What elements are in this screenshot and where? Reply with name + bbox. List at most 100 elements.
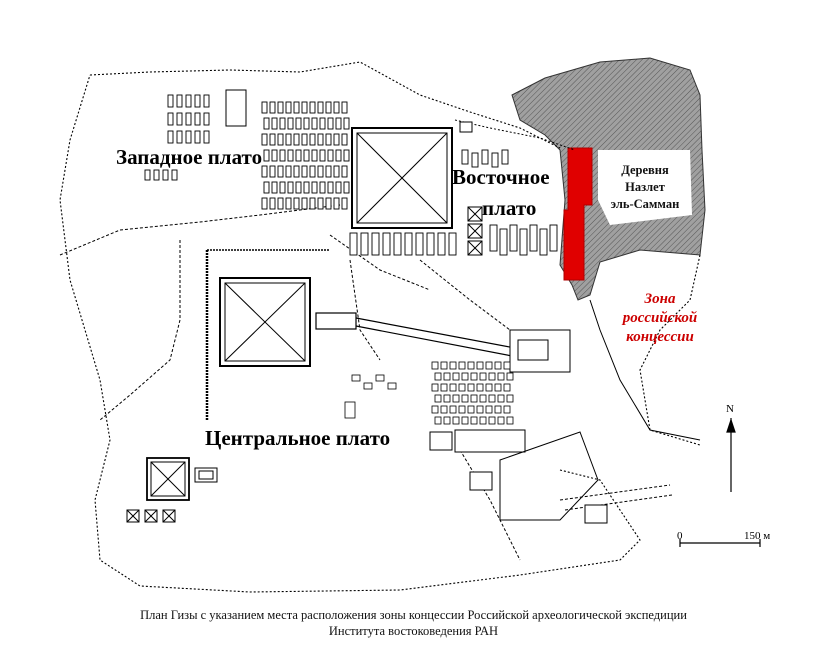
mastaba xyxy=(327,181,334,194)
mastaba xyxy=(269,101,276,114)
mastaba xyxy=(458,383,466,392)
village-label-line3: эль-Самман xyxy=(610,197,680,211)
mastaba xyxy=(506,372,514,381)
mastaba xyxy=(452,394,460,403)
mastaba xyxy=(263,181,270,194)
mastaba xyxy=(319,181,326,194)
mastaba xyxy=(269,197,276,210)
pyramid-menkaure xyxy=(146,457,190,501)
east-cemetery-mastabas xyxy=(349,149,558,256)
mastaba xyxy=(449,405,457,414)
mastaba xyxy=(393,232,402,256)
mastaba xyxy=(341,165,348,178)
mastaba xyxy=(341,101,348,114)
mastaba xyxy=(461,149,469,165)
mastaba xyxy=(203,94,210,108)
mastaba xyxy=(269,133,276,146)
mastaba xyxy=(415,232,424,256)
causeway xyxy=(315,312,516,357)
mastaba xyxy=(325,101,332,114)
mastaba xyxy=(303,181,310,194)
mastaba xyxy=(470,372,478,381)
menkaure-temple xyxy=(194,467,218,483)
mastaba xyxy=(476,361,484,370)
mastaba xyxy=(375,374,385,382)
mastaba xyxy=(341,133,348,146)
village-label-line1: Деревня xyxy=(621,163,669,177)
mastaba xyxy=(503,383,511,392)
mastaba xyxy=(404,232,413,256)
mastaba xyxy=(426,232,435,256)
mastaba xyxy=(489,224,498,252)
east-plateau-label-1: Восточное xyxy=(452,165,550,189)
mastaba xyxy=(194,130,201,144)
mastaba xyxy=(309,165,316,178)
mastaba xyxy=(467,383,475,392)
west-enclosure xyxy=(225,89,247,127)
mastaba xyxy=(311,181,318,194)
north-arrow-icon xyxy=(726,418,736,492)
zone-label-line2: российской xyxy=(622,310,698,326)
mastaba xyxy=(301,197,308,210)
mastaba xyxy=(261,101,268,114)
mastaba xyxy=(285,101,292,114)
mastaba xyxy=(301,133,308,146)
mastaba xyxy=(335,149,342,162)
mastaba xyxy=(382,232,391,256)
mastaba xyxy=(301,101,308,114)
mastaba xyxy=(503,361,511,370)
mastaba xyxy=(343,181,350,194)
mastaba xyxy=(443,416,451,425)
mastaba xyxy=(470,394,478,403)
mastaba xyxy=(497,372,505,381)
mastaba xyxy=(279,149,286,162)
mastaba xyxy=(153,169,160,181)
mastaba xyxy=(452,372,460,381)
north-label: N xyxy=(726,403,734,415)
mastaba xyxy=(485,361,493,370)
mastaba xyxy=(185,130,192,144)
mastaba xyxy=(491,152,499,168)
mastaba xyxy=(185,94,192,108)
mastaba xyxy=(167,112,174,126)
mastaba xyxy=(476,383,484,392)
village-label: Деревня Назлет эль-Самман xyxy=(600,162,690,213)
west-cemetery-mastabas xyxy=(144,94,350,210)
mastaba xyxy=(271,149,278,162)
mastaba xyxy=(431,405,439,414)
mastaba xyxy=(203,112,210,126)
mastaba xyxy=(488,372,496,381)
mastaba xyxy=(470,416,478,425)
west-plateau-label: Западное плато xyxy=(116,145,263,169)
mastaba xyxy=(279,117,286,130)
mastaba xyxy=(449,361,457,370)
queens-pyramids xyxy=(126,206,483,523)
mastaba xyxy=(333,101,340,114)
mastaba xyxy=(325,197,332,210)
mastaba xyxy=(285,165,292,178)
mastaba xyxy=(263,117,270,130)
mastaba xyxy=(279,181,286,194)
mastaba xyxy=(506,394,514,403)
sphinx-area xyxy=(429,329,608,524)
mastaba xyxy=(261,133,268,146)
mastaba xyxy=(443,394,451,403)
mastaba xyxy=(485,383,493,392)
mastaba xyxy=(509,224,518,252)
village-label-line2: Назлет xyxy=(625,180,665,194)
mastaba xyxy=(311,117,318,130)
mastaba xyxy=(335,181,342,194)
mastaba xyxy=(261,165,268,178)
mastaba xyxy=(458,361,466,370)
east-plateau-label-2: плато xyxy=(482,196,537,220)
mastaba xyxy=(344,401,356,419)
mastaba xyxy=(479,394,487,403)
mastaba xyxy=(311,149,318,162)
mastaba xyxy=(271,117,278,130)
mastaba xyxy=(317,101,324,114)
mastaba xyxy=(440,361,448,370)
mastaba xyxy=(303,117,310,130)
mastaba xyxy=(497,416,505,425)
mastaba xyxy=(503,405,511,414)
